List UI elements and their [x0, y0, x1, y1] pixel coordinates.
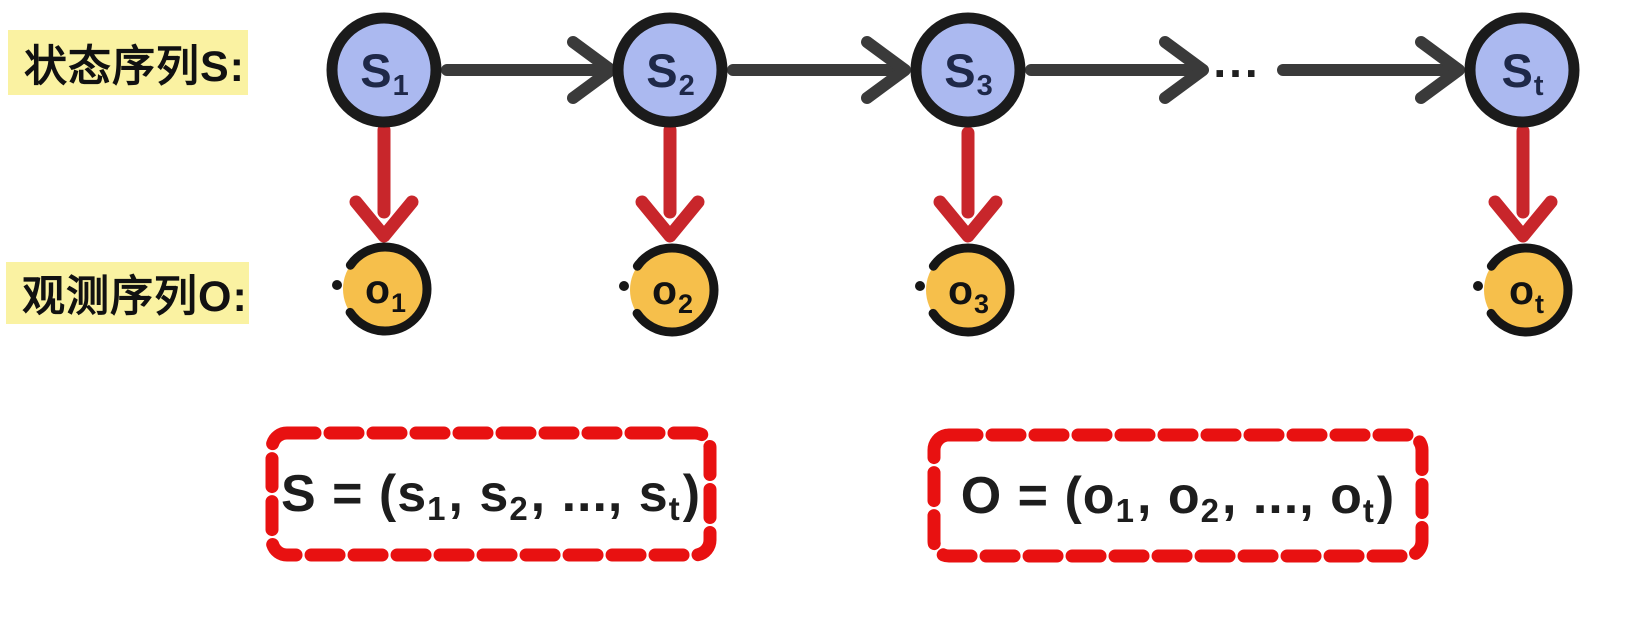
- state-node-circle-s1: [326, 12, 442, 128]
- transition-arrow-1: [441, 36, 617, 104]
- obs-node-circle-o2: [619, 243, 719, 337]
- obs-node-circle-ot: [1473, 243, 1573, 337]
- state-node-circle-s3: [910, 12, 1026, 128]
- state-sub-s2: 2: [678, 69, 695, 102]
- obs-row-label: 观测序列O:: [6, 262, 249, 324]
- state-sub-s3: 3: [976, 69, 993, 102]
- state-row-label-text: 状态序列S:: [24, 42, 245, 91]
- state-sub-s1: 1: [392, 69, 409, 102]
- obs-node-circle-o3: [915, 243, 1015, 337]
- fseg-sub: t: [1362, 491, 1375, 529]
- obs-row-label-text: 观测序列O:: [22, 273, 248, 321]
- obs-main-o2: o: [651, 266, 677, 313]
- fseg-sub: 2: [1200, 491, 1220, 529]
- fseg: , ..., s: [530, 465, 669, 523]
- obs-main-ot: o: [1508, 266, 1535, 313]
- state-sub-st: t: [1533, 69, 1544, 102]
- fseg: , o: [1136, 466, 1201, 525]
- state-main-st: S: [1501, 43, 1533, 97]
- state-row-label: 状态序列S:: [8, 30, 248, 95]
- fseg: ): [682, 465, 702, 523]
- obs-sub-o1: 1: [391, 287, 407, 318]
- fseg-sub: 1: [427, 490, 447, 527]
- fseg: O = (o: [960, 466, 1116, 525]
- transition-arrow-3: [1025, 36, 1209, 104]
- fseg: ): [1376, 466, 1396, 525]
- emission-arrow-2: [635, 123, 705, 243]
- chain-ellipsis: ...: [1213, 35, 1261, 87]
- state-formula-box: [265, 426, 717, 562]
- state-node-circle-s2: [612, 12, 728, 128]
- obs-node-circle-o1: [332, 242, 432, 336]
- emission-arrow-3: [933, 126, 1003, 243]
- state-main-s1: S: [360, 43, 392, 97]
- obs-sub-o2: 2: [678, 288, 694, 319]
- obs-sub-ot: t: [1535, 288, 1545, 319]
- transition-arrow-4: [1277, 36, 1465, 104]
- obs-main-o3: o: [947, 266, 973, 313]
- obs-main-o1: o: [364, 265, 390, 312]
- fseg: , s: [448, 465, 510, 523]
- fseg-sub: 1: [1115, 491, 1135, 529]
- emission-arrow-4: [1488, 124, 1558, 243]
- obs-sub-o3: 3: [974, 288, 990, 319]
- state-main-s3: S: [944, 43, 976, 97]
- fseg: , ..., o: [1221, 466, 1363, 525]
- emission-arrow-1: [349, 123, 419, 243]
- state-main-s2: S: [646, 43, 678, 97]
- obs-formula-box: [927, 428, 1429, 563]
- state-node-circle-st: [1464, 12, 1580, 128]
- fseg-sub: 2: [509, 490, 529, 527]
- fseg-sub: t: [668, 490, 681, 527]
- transition-arrow-2: [727, 36, 911, 104]
- fseg: S = (s: [280, 465, 428, 523]
